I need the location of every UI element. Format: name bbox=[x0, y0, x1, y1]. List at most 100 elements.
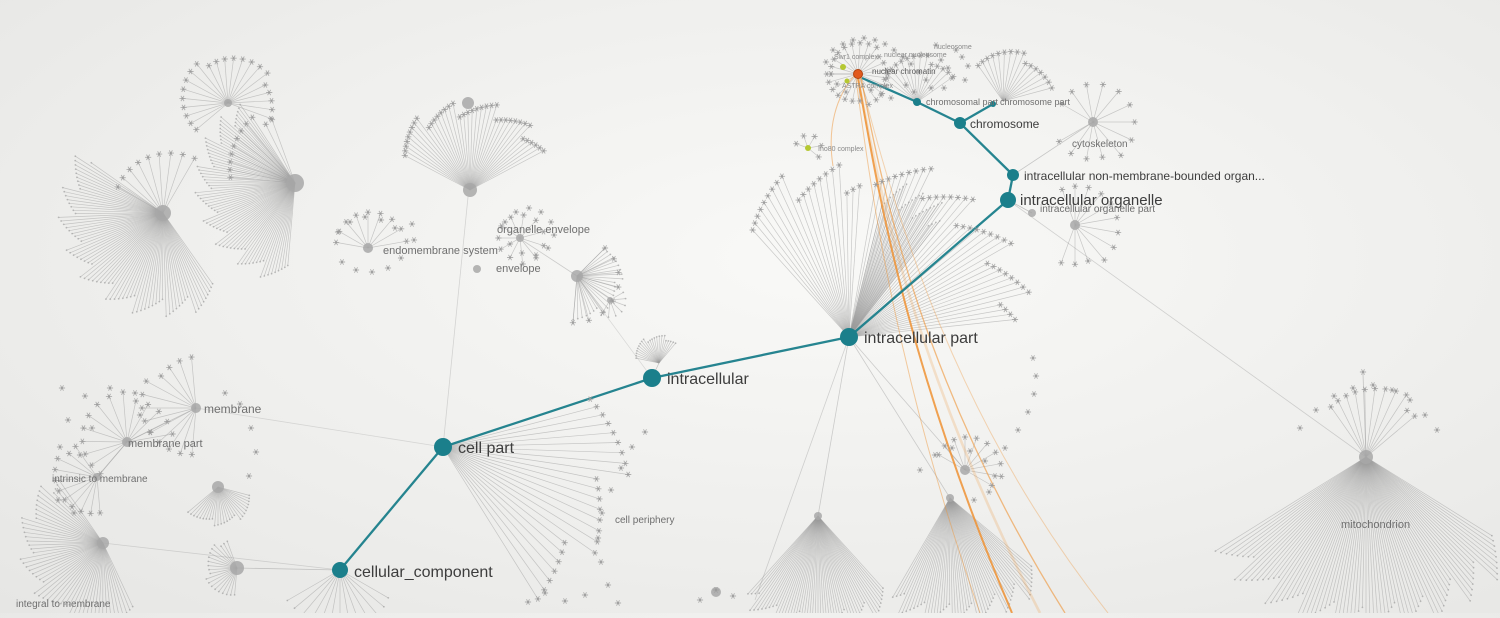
leaf-dot bbox=[96, 403, 98, 405]
leaf-dot bbox=[53, 492, 55, 494]
leaf-dot bbox=[214, 588, 216, 590]
leaf-dot bbox=[379, 213, 381, 215]
leaf-dot bbox=[1240, 579, 1242, 581]
leaf-dot bbox=[108, 395, 110, 397]
cluster-label: nuclear nucleosome bbox=[884, 52, 947, 59]
node-intracellular-part[interactable] bbox=[840, 328, 858, 346]
leaf-dot bbox=[852, 39, 854, 41]
leaf-dot bbox=[75, 168, 77, 170]
leaf-dot bbox=[595, 478, 597, 480]
leaf-dot bbox=[383, 606, 385, 608]
leaf-dot bbox=[137, 161, 139, 163]
fan-line bbox=[346, 222, 368, 248]
cluster-hub-node[interactable] bbox=[155, 205, 171, 221]
fan-line bbox=[1366, 457, 1474, 573]
fan-line bbox=[109, 396, 127, 442]
leaf-dot bbox=[1085, 158, 1087, 160]
leaf-dot bbox=[1470, 594, 1472, 596]
gray-edge bbox=[1008, 200, 1366, 457]
cluster-hub-node[interactable] bbox=[711, 587, 721, 597]
node-chromosome[interactable] bbox=[954, 117, 966, 129]
leaf-dot bbox=[87, 262, 89, 264]
cluster-hub-node[interactable] bbox=[1088, 117, 1098, 127]
leaf-dot bbox=[185, 79, 187, 81]
leaf-dot bbox=[259, 261, 261, 263]
leaf-dot bbox=[947, 71, 949, 73]
cluster-hub-node[interactable] bbox=[814, 512, 822, 520]
cluster-hub-node[interactable] bbox=[286, 174, 304, 192]
cluster-hub-node[interactable] bbox=[363, 243, 373, 253]
leaf-dot bbox=[622, 292, 624, 294]
leaf-dot bbox=[514, 120, 516, 122]
leaf-dot bbox=[906, 183, 908, 185]
cluster-hub-node[interactable] bbox=[473, 265, 481, 273]
node-intracellular-organelle[interactable] bbox=[1000, 192, 1016, 208]
cluster-hub-node[interactable] bbox=[212, 481, 224, 493]
node-cellular-component[interactable] bbox=[332, 562, 348, 578]
cluster-hub-node[interactable] bbox=[462, 97, 474, 109]
leaf-dot bbox=[618, 264, 620, 266]
cluster-hub-node[interactable] bbox=[463, 183, 477, 197]
leaf-dot bbox=[880, 602, 882, 604]
leaf-dot bbox=[364, 216, 366, 218]
leaf-dot bbox=[1016, 281, 1018, 283]
node-cell-part[interactable] bbox=[434, 438, 452, 456]
chromatin-node-orange[interactable] bbox=[854, 70, 863, 79]
leaf-dot bbox=[887, 178, 889, 180]
ino80-complex-node[interactable] bbox=[805, 145, 811, 151]
leaf-dot bbox=[983, 231, 985, 233]
cluster-hub-node[interactable] bbox=[1028, 209, 1036, 217]
leaf-dot bbox=[1011, 595, 1013, 597]
node-intracellular[interactable] bbox=[643, 369, 661, 387]
leaf-dot bbox=[1297, 595, 1299, 597]
leaf-dot bbox=[132, 312, 134, 314]
leaf-dot bbox=[208, 205, 210, 207]
leaf-dot bbox=[651, 338, 653, 340]
leaf-dot bbox=[607, 584, 609, 586]
leaf-dot bbox=[281, 268, 283, 270]
leaf-dot bbox=[1030, 65, 1032, 67]
cluster-hub-node[interactable] bbox=[97, 537, 109, 549]
small-term-node[interactable] bbox=[913, 98, 921, 106]
node-intracellular-non-membrane-bounded[interactable] bbox=[1007, 169, 1019, 181]
cluster-hub-node[interactable] bbox=[1359, 450, 1373, 464]
leaf-dot bbox=[220, 142, 222, 144]
leaf-dot bbox=[1027, 411, 1029, 413]
leaf-dot bbox=[208, 65, 210, 67]
leaf-dot bbox=[1471, 589, 1473, 591]
cluster-hub-node[interactable] bbox=[946, 494, 954, 502]
leaf-dot bbox=[930, 87, 932, 89]
leaf-dot bbox=[114, 298, 116, 300]
node-label-cellular-component: cellular_component bbox=[354, 564, 493, 581]
cluster-hub-node[interactable] bbox=[224, 99, 232, 107]
leaf-dot bbox=[337, 231, 339, 233]
green-complex-node[interactable] bbox=[840, 64, 846, 70]
cluster-hub-node[interactable] bbox=[1070, 220, 1080, 230]
leaf-dot bbox=[882, 587, 884, 589]
cluster-hub-node[interactable] bbox=[191, 403, 201, 413]
leaf-dot bbox=[940, 59, 942, 61]
leaf-dot bbox=[118, 298, 120, 300]
leaf-dot bbox=[117, 186, 119, 188]
leaf-dot bbox=[209, 573, 211, 575]
leaf-dot bbox=[202, 176, 204, 178]
leaf-dot bbox=[135, 400, 137, 402]
leaf-dot bbox=[1031, 581, 1033, 583]
leaf-dot bbox=[155, 303, 157, 305]
leaf-dot bbox=[964, 197, 966, 199]
leaf-dot bbox=[510, 216, 512, 218]
leaf-dot bbox=[75, 172, 77, 174]
leaf-dot bbox=[84, 278, 86, 280]
leaf-dot bbox=[147, 156, 149, 158]
cluster-hub-node[interactable] bbox=[230, 561, 244, 575]
leaf-dot bbox=[239, 104, 241, 106]
cluster-label: cytoskeleton bbox=[1072, 139, 1128, 150]
leaf-dot bbox=[861, 609, 863, 611]
leaf-dot bbox=[205, 137, 207, 139]
leaf-dot bbox=[939, 220, 941, 222]
leaf-dot bbox=[1270, 602, 1272, 604]
cluster-hub-node[interactable] bbox=[571, 270, 583, 282]
cluster-hub-node[interactable] bbox=[960, 465, 970, 475]
node-label-chromosome: chromosome bbox=[970, 117, 1040, 131]
